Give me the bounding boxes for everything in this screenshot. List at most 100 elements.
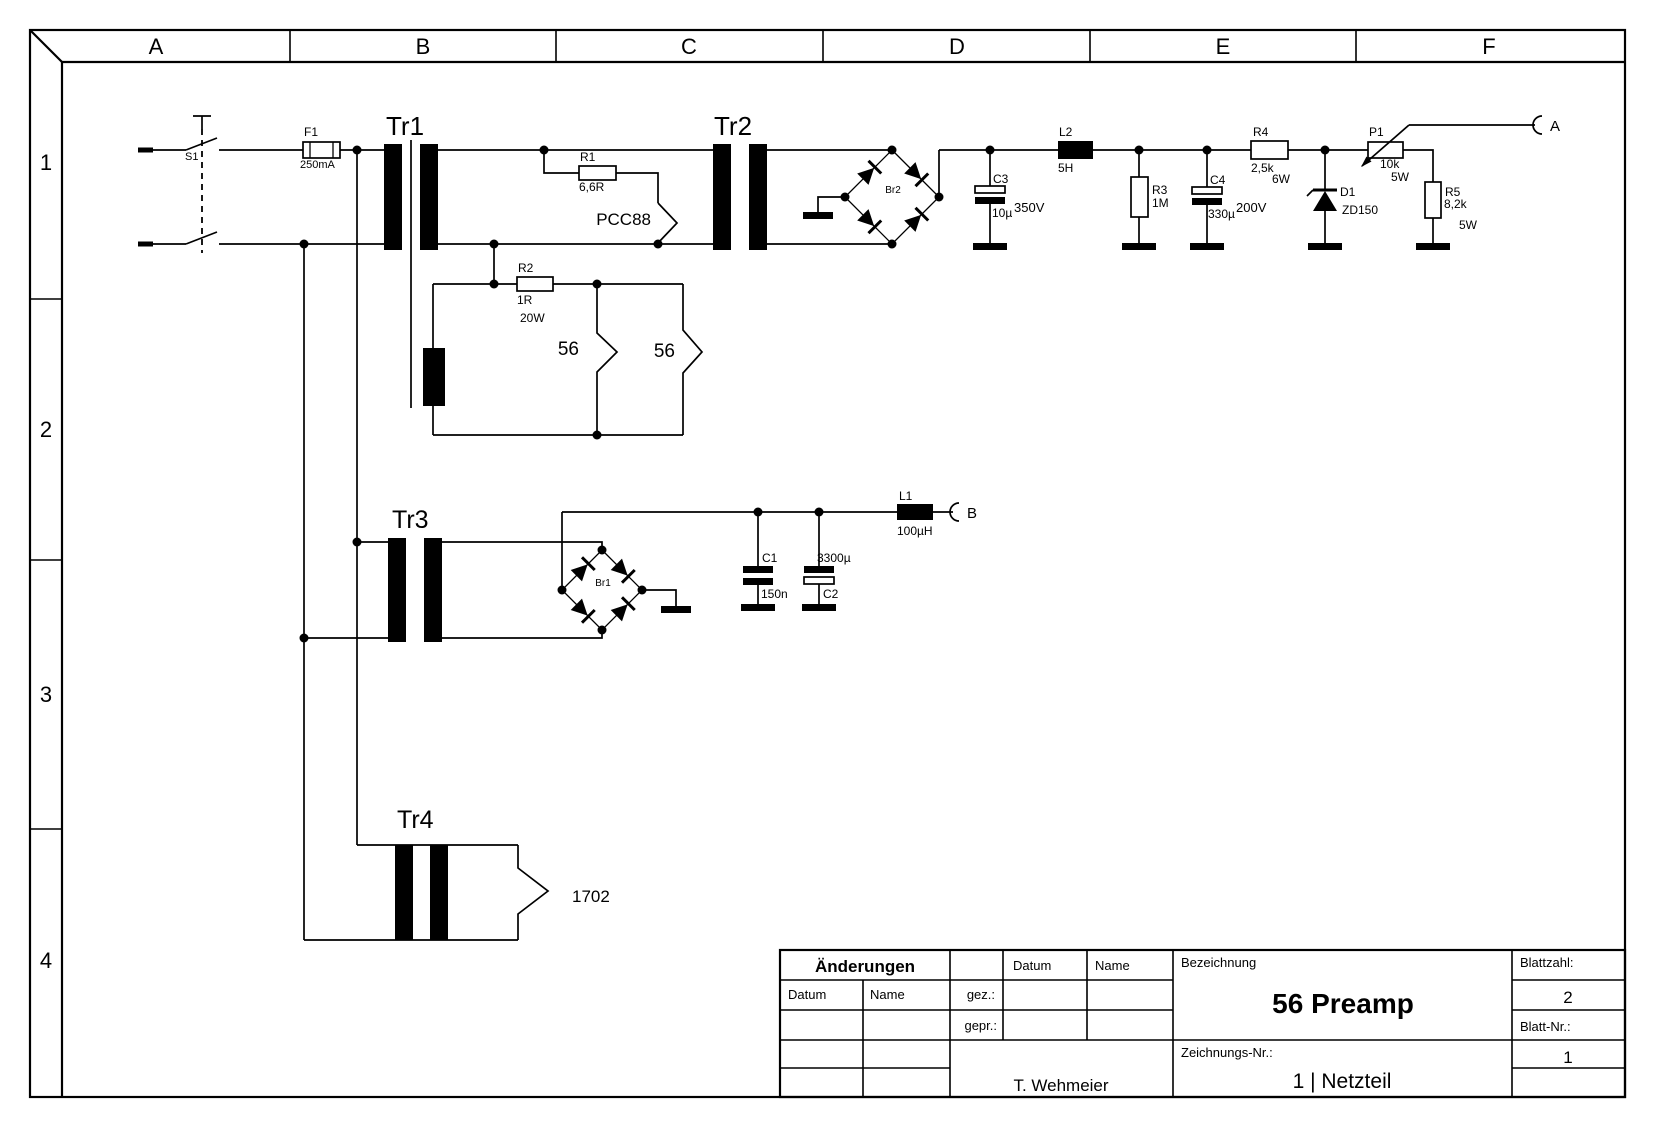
filament-load-2-chevron xyxy=(682,284,704,435)
terminal-b-connector xyxy=(949,502,960,522)
label-tr2: Tr2 xyxy=(714,111,752,141)
label-d1-value: ZD150 xyxy=(1342,203,1378,217)
bridge-diamond xyxy=(561,549,643,631)
label-c1: C1 xyxy=(762,551,778,565)
frame-row-4: 4 xyxy=(40,948,52,973)
title-block-border xyxy=(778,948,1627,1099)
tr1-secondary2-winding xyxy=(423,348,445,406)
resistor-r1: R1 6,6R xyxy=(578,150,617,194)
ground-icon xyxy=(1190,243,1224,250)
fuse-body xyxy=(302,141,341,159)
inductor-l2: L2 5H xyxy=(1058,125,1093,175)
label-r2-power: 20W xyxy=(520,311,545,325)
zener-diode-icon xyxy=(1313,191,1337,211)
frame-row-2: 2 xyxy=(40,417,52,442)
transformer-tr4: Tr4 1702 xyxy=(304,806,610,941)
label-f1-value: 250mA xyxy=(300,159,336,171)
label-56-1: 56 xyxy=(558,339,579,360)
transformer-tr2: Tr2 xyxy=(713,111,767,250)
frame-column-f: F xyxy=(1482,34,1495,59)
label-c3: C3 xyxy=(993,172,1009,186)
ground-icon xyxy=(1122,243,1156,250)
label-c4-voltage: 200V xyxy=(1236,200,1267,215)
tr4-secondary-winding xyxy=(430,845,448,940)
author-name: T. Wehmeier xyxy=(1013,1076,1108,1095)
designation-label: Bezeichnung xyxy=(1181,955,1256,970)
sheet-no-label: Blatt-Nr.: xyxy=(1520,1019,1571,1034)
terminal-a-connector xyxy=(1532,115,1543,135)
designation-value: 56 Preamp xyxy=(1272,988,1414,1019)
label-r4-value: 2,5k xyxy=(1251,161,1275,175)
drawing-no-value: 1 | Netzteil xyxy=(1293,1070,1392,1093)
frame-column-d: D xyxy=(949,34,965,59)
diode-icon xyxy=(570,598,596,624)
pot-wiper-arrow xyxy=(1361,124,1410,167)
label-p1-value: 10k xyxy=(1380,157,1400,171)
tr3-primary-winding xyxy=(388,538,406,642)
name-header: Name xyxy=(1095,958,1130,973)
fuse-f1: F1 250mA xyxy=(300,125,341,171)
label-r5-power: 5W xyxy=(1459,218,1478,232)
diode-icon xyxy=(570,556,596,582)
heater-circuit-pcc88: R1 6,6R PCC88 xyxy=(438,149,713,245)
drawn-label: gez.: xyxy=(967,987,995,1002)
sheet-no-value: 1 xyxy=(1563,1048,1572,1067)
label-r5: R5 xyxy=(1445,185,1461,199)
label-56-2: 56 xyxy=(654,341,675,362)
changes-name-label: Name xyxy=(870,987,905,1002)
diode-icon xyxy=(857,209,883,235)
ground-icon xyxy=(973,243,1007,250)
ground-icon xyxy=(1416,243,1450,250)
filament-load-1-chevron xyxy=(596,284,619,435)
filament-circuit-56: R2 1R 20W 56 56 xyxy=(432,244,704,436)
frame-column-b: B xyxy=(416,34,431,59)
label-c2: C2 xyxy=(823,587,839,601)
bridge-br1: Br1 xyxy=(442,512,691,639)
label-pcc88: PCC88 xyxy=(596,210,651,229)
tr2-primary-winding xyxy=(713,144,731,250)
sheet-count-value: 2 xyxy=(1563,988,1572,1007)
label-terminal-a: A xyxy=(1550,118,1560,135)
resistor-r4: R4 2,5k 6W xyxy=(1250,125,1291,186)
drawing-no-label: Zeichnungs-Nr.: xyxy=(1181,1045,1273,1060)
frame-row-3: 3 xyxy=(40,682,52,707)
label-l1-value: 100µH xyxy=(897,524,933,538)
label-p1: P1 xyxy=(1369,125,1384,139)
tr4-primary-winding xyxy=(395,845,413,940)
diode-icon xyxy=(610,558,636,584)
resistor-r3: R3 1M xyxy=(1122,150,1169,250)
bridge-diamond xyxy=(844,149,940,245)
tr1-secondary-winding xyxy=(420,144,438,250)
label-f1: F1 xyxy=(304,125,318,139)
frame-column-a: A xyxy=(149,34,164,59)
resistor-r2: R2 1R 20W xyxy=(516,261,554,325)
switch-s1: S1 xyxy=(185,115,218,253)
label-terminal-b: B xyxy=(967,505,977,522)
date-header: Datum xyxy=(1013,958,1051,973)
ground-icon xyxy=(741,604,775,611)
bridge-br2: Br2 xyxy=(767,149,940,245)
frame-bevel xyxy=(29,29,63,63)
diode-icon xyxy=(904,162,930,188)
label-c2-value: 3300µ xyxy=(817,551,851,565)
frame-column-e: E xyxy=(1216,34,1231,59)
diode-icon xyxy=(904,206,930,232)
label-r3-value: 1M xyxy=(1152,196,1169,210)
label-br2: Br2 xyxy=(885,185,901,196)
label-r4: R4 xyxy=(1253,125,1269,139)
label-tr4: Tr4 xyxy=(397,806,434,834)
label-r1-value: 6,6R xyxy=(579,180,605,194)
label-d1: D1 xyxy=(1340,185,1356,199)
label-c3-voltage: 350V xyxy=(1014,200,1045,215)
label-c1-value: 150n xyxy=(761,587,788,601)
zener-d1: D1 ZD150 xyxy=(1306,150,1378,250)
capacitor-c1: C1 150n xyxy=(741,512,788,611)
label-r5-value: 8,2k xyxy=(1444,197,1468,211)
label-r4-power: 6W xyxy=(1272,172,1291,186)
ground-icon xyxy=(661,606,691,613)
rect-load-chevron xyxy=(517,845,550,940)
title-block: Änderungen Datum Name gez.: gepr.: Datum… xyxy=(778,948,1627,1099)
lt-filter-rail: C1 150n 3300µ C2 L1 100µH B xyxy=(562,489,977,611)
